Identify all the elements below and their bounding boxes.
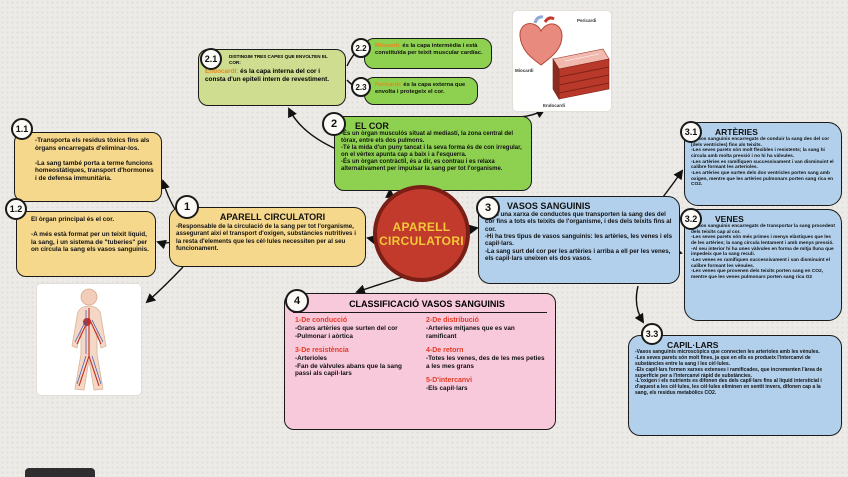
node-venes-title: VENES xyxy=(715,214,744,224)
node-aparell-title: APARELL CIRCULATORI xyxy=(219,212,326,222)
badge-2-2: 2.2 xyxy=(351,38,371,58)
classification-label: 5-D'intercanvi xyxy=(426,377,473,385)
pericardi-text-wrap: Pericardi: és la capa externa que envolt… xyxy=(375,82,471,96)
node-residus-toxics: -Transporta els residus tòxics fins als … xyxy=(14,132,162,202)
badge-4: 4 xyxy=(285,289,309,313)
badge-2-3: 2.3 xyxy=(351,77,371,97)
classification-body: -Arterioles -Fan de vàlvules abans que l… xyxy=(295,355,402,378)
classification-label: 2-De distribució xyxy=(426,317,479,324)
node-residus-body: -Transporta els residus tòxics fins als … xyxy=(35,137,154,182)
pericardi-term: Pericardi: xyxy=(375,82,402,88)
heart-anatomy-figure: Pericardi Miocardi Endocardi xyxy=(512,10,612,112)
node-capillars-title: CAPIL·LARS xyxy=(667,340,719,350)
classification-label: 4-De retorn xyxy=(426,347,464,355)
central-title-line2: CIRCULATORI xyxy=(379,233,464,248)
heart-label-miocardi: Miocardi xyxy=(515,68,534,73)
node-aparell-circulatori: APARELL CIRCULATORI -Responsable de la c… xyxy=(169,207,366,267)
badge-1-1: 1.1 xyxy=(11,118,33,140)
node-organ-principal: El òrgan principal és el cor. -A més est… xyxy=(16,211,156,277)
badge-1: 1 xyxy=(175,195,199,219)
node-capes-cor: DISTINGIM TRES CAPES QUE ENVOLTEN EL COR… xyxy=(198,49,346,106)
pericardi-text: és la capa externa que envolta i protege… xyxy=(375,82,466,95)
classification-body: -Grans artèries que surten del cor -Pulm… xyxy=(295,325,398,340)
node-arteries: ARTÈRIES -Vasos sanguinis encarregats de… xyxy=(684,122,842,206)
central-title-line1: APARELL xyxy=(392,219,451,234)
node-aparell-body: -Responsable de la circulació de la sang… xyxy=(176,223,356,252)
classification-item-conduccio: 1-De conducció -Grans artèries que surte… xyxy=(295,317,414,340)
node-vasos-body: -Són una xarxa de conductes que transpor… xyxy=(485,211,673,262)
heart-label-endocardi: Endocardi xyxy=(543,103,566,108)
badge-2: 2 xyxy=(322,112,346,136)
node-capillars-body: -Vasos sanguinis microscòpics que connec… xyxy=(635,349,823,397)
miocardi-text-wrap: Miocardi: és la capa intermèdia i està c… xyxy=(375,43,485,57)
body-illustration xyxy=(71,288,107,391)
badge-3-1: 3.1 xyxy=(680,121,702,143)
classification-item-retorn: 4-De retorn -Totes les venes, des de les… xyxy=(426,347,545,370)
node-el-cor: EL COR -És un òrgan musculós situat al m… xyxy=(334,116,532,191)
cropped-dark-element xyxy=(25,468,95,477)
node-venes-body: -Vasos sanguinis encarregats de transpor… xyxy=(691,224,835,280)
node-capillars: CAPIL·LARS -Vasos sanguinis microscòpics… xyxy=(628,335,842,436)
node-pericardi: Pericardi: és la capa externa que envolt… xyxy=(364,77,478,105)
node-cor-body: -És un òrgan musculós situat al mediastí… xyxy=(341,131,522,173)
node-classificacio: CLASSIFICACIÓ VASOS SANGUINIS 1-De condu… xyxy=(284,293,556,430)
node-venes: VENES -Vasos sanguinis encarregats de tr… xyxy=(684,209,842,321)
endocardi-term: Endocardi: xyxy=(205,68,239,75)
badge-3-2: 3.2 xyxy=(680,208,702,230)
badge-3-3: 3.3 xyxy=(641,323,663,345)
capes-heading: DISTINGIM TRES CAPES QUE ENVOLTEN EL COR… xyxy=(229,54,328,65)
body-circulation-figure xyxy=(36,283,142,396)
node-arteries-body: -Vasos sanguinis encarregats de conduir … xyxy=(691,137,834,188)
node-vasos-title: VASOS SANGUINIS xyxy=(507,201,591,211)
node-organ-body: El òrgan principal és el cor. -A més est… xyxy=(31,216,149,254)
classification-item-distribucio: 2-De distribució -Arteries mitjanes que … xyxy=(426,317,545,340)
badge-3: 3 xyxy=(476,196,500,220)
central-node: APARELL CIRCULATORI xyxy=(373,185,470,282)
badge-2-1: 2.1 xyxy=(200,48,222,70)
node-miocardi: Miocardi: és la capa intermèdia i està c… xyxy=(364,38,492,69)
miocardi-term: Miocardi: xyxy=(375,43,401,49)
miocardi-text: és la capa intermèdia i està constituïda… xyxy=(375,43,483,56)
node-cor-title: EL COR xyxy=(355,121,389,131)
classification-item-intercanvi: 5-D'intercanvi -Els capil·lars xyxy=(426,377,545,393)
node-vasos-sanguinis: VASOS SANGUINIS -Són una xarxa de conduc… xyxy=(478,196,680,284)
classification-body: -Totes les venes, des de les mes peties … xyxy=(426,355,545,370)
classification-label: 1-De conducció xyxy=(295,317,348,324)
classification-label: 3-De resistència xyxy=(295,347,349,355)
heart-label-pericardi: Pericardi xyxy=(577,18,597,23)
classification-title: CLASSIFICACIÓ VASOS SANGUINIS xyxy=(293,298,547,313)
classification-body: -Arteries mitjanes que es van ramificant xyxy=(426,325,515,340)
classification-col-left: 1-De conducció -Grans artèries que surte… xyxy=(295,317,414,400)
node-arteries-title: ARTÈRIES xyxy=(715,127,758,137)
classification-col-right: 2-De distribució -Arteries mitjanes que … xyxy=(426,317,545,400)
classification-item-resistencia: 3-De resistència -Arterioles -Fan de vàl… xyxy=(295,347,414,378)
badge-1-2: 1.2 xyxy=(5,198,27,220)
endocardi-text: és la capa interna del cor i consta d'un… xyxy=(205,68,330,83)
capes-endocardi: Endocardi: és la capa interna del cor i … xyxy=(205,68,339,83)
classification-grid: 1-De conducció -Grans artèries que surte… xyxy=(291,317,549,400)
classification-body: -Els capil·lars xyxy=(426,385,468,393)
heart-illustration xyxy=(519,15,610,101)
